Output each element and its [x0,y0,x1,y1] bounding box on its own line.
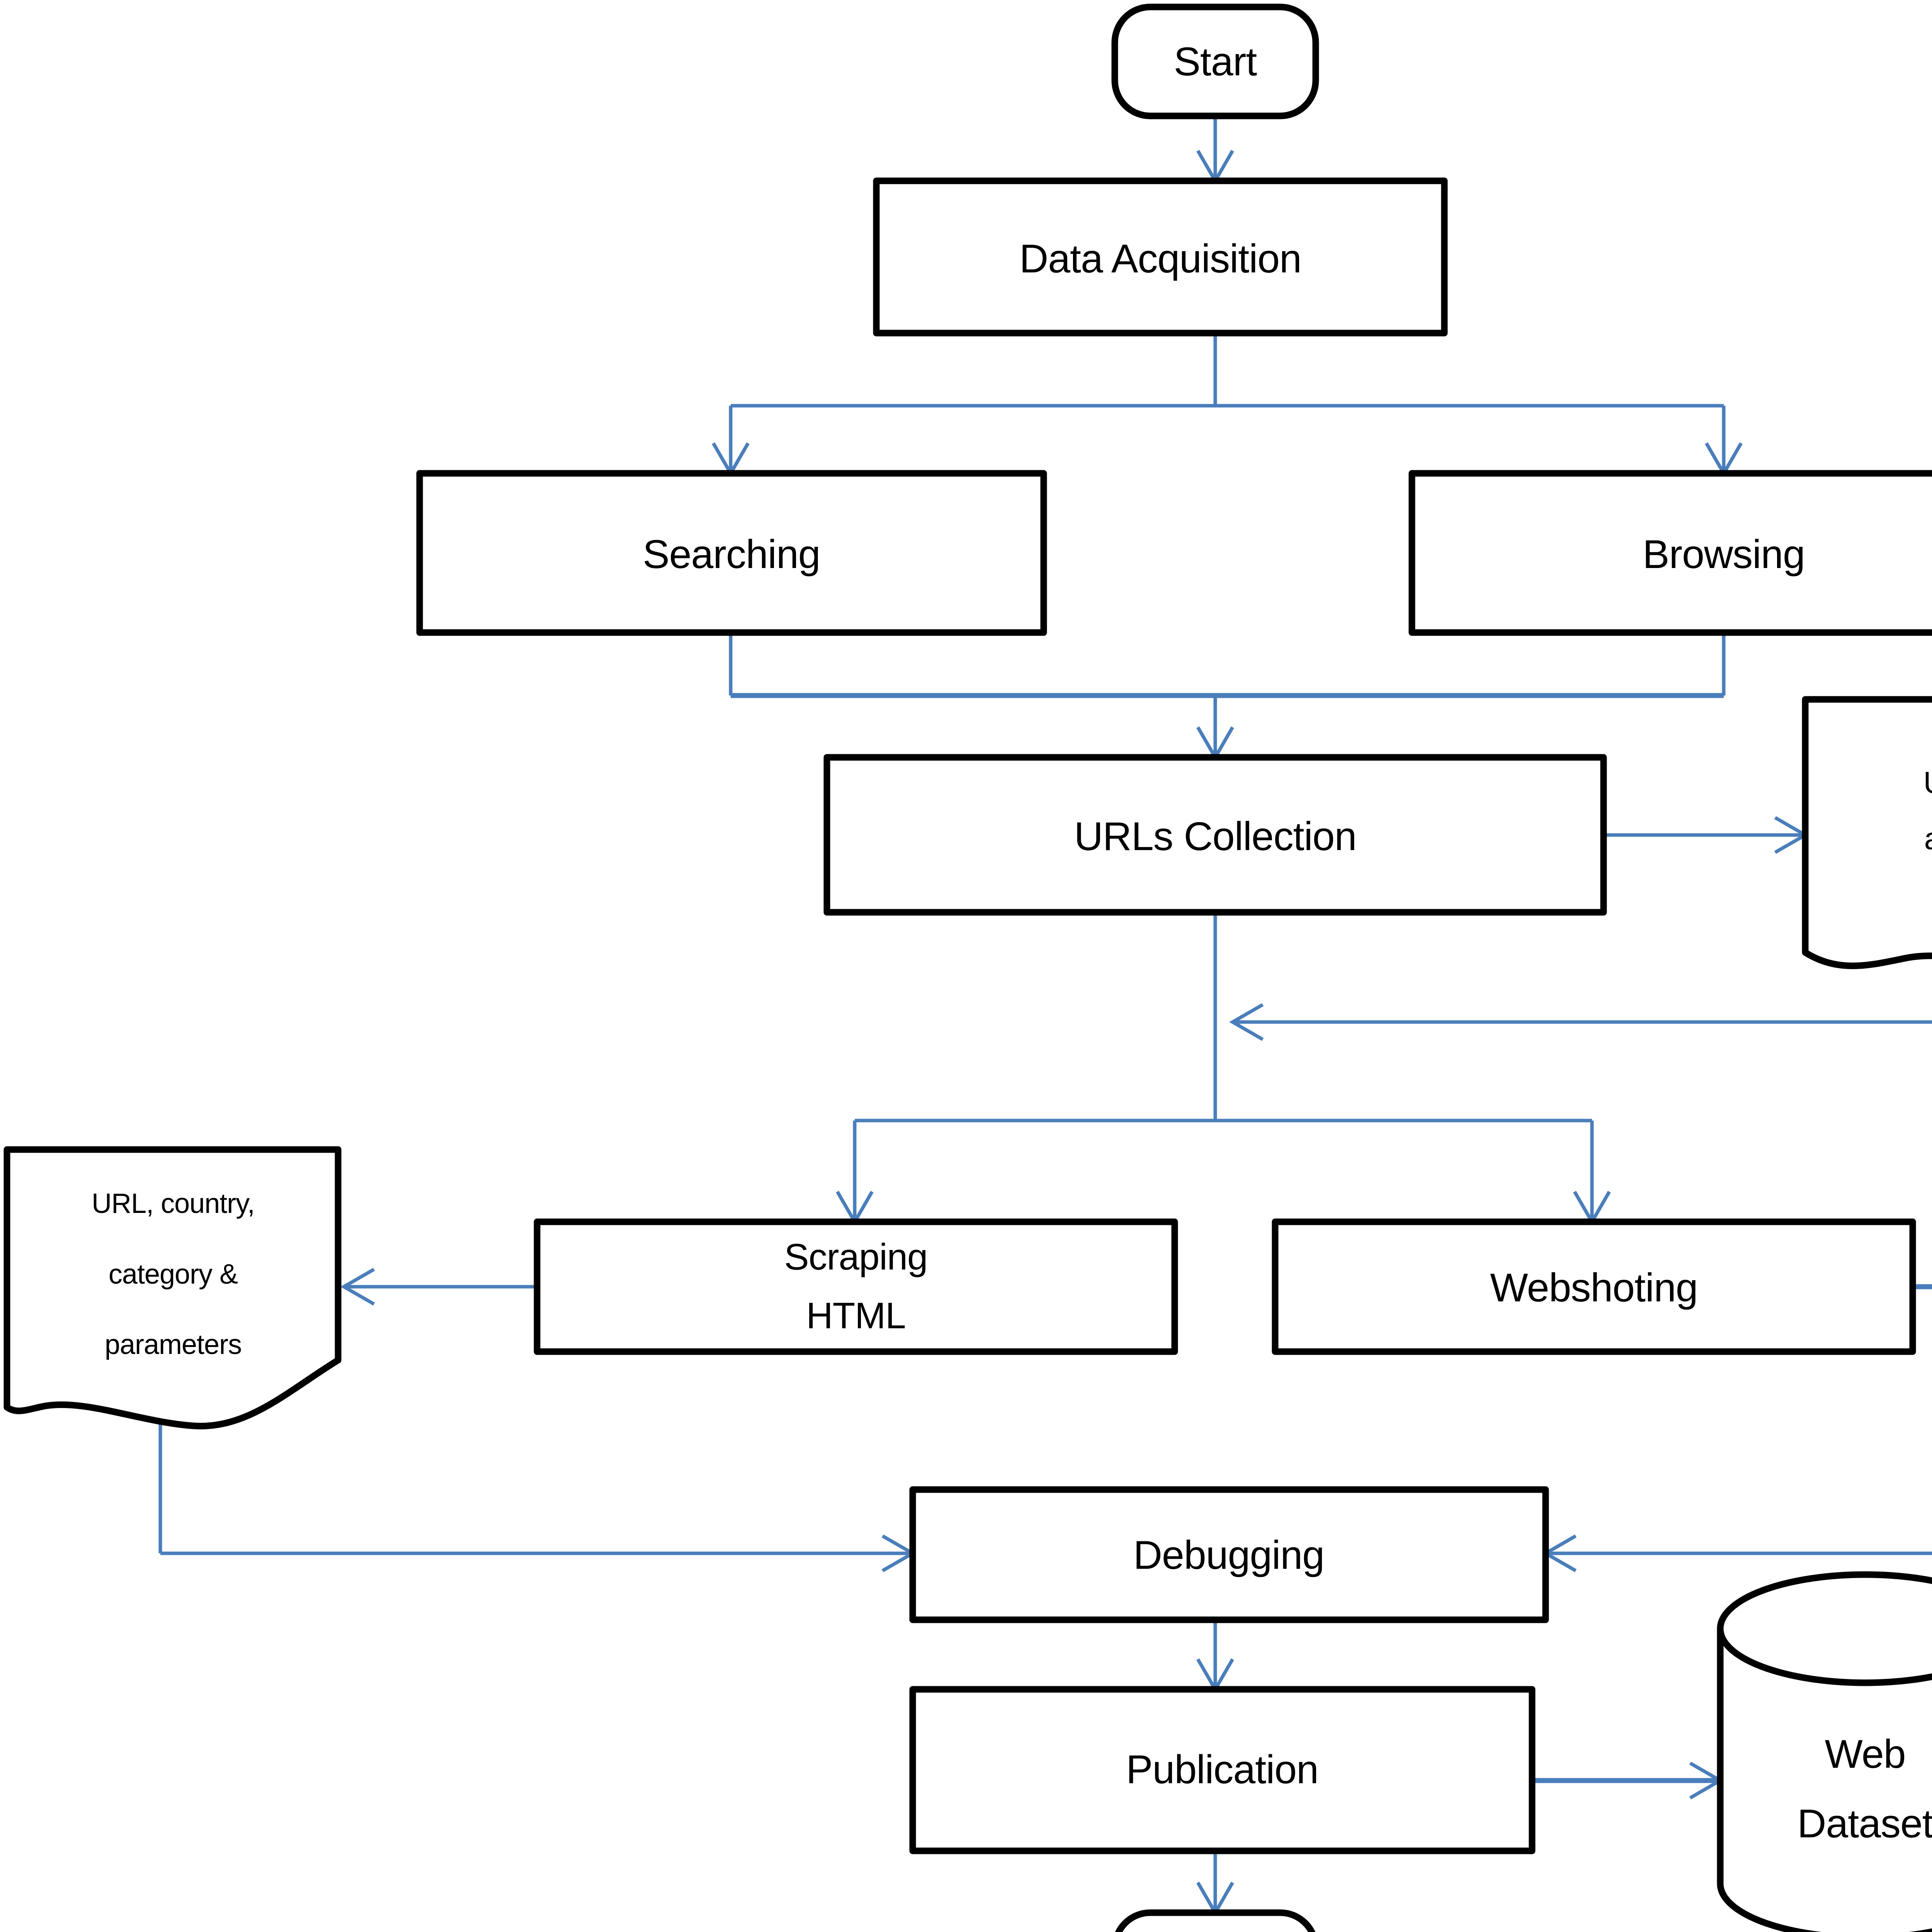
edge-scraping-to-doc2 [340,1268,537,1306]
node-start[interactable]: Start [1111,3,1319,119]
node-web-dataset[interactable]: Web Dataset [1717,1571,1932,1932]
node-web-dataset-line1: Web [1825,1732,1906,1777]
node-web-dataset-line2: Dataset [1797,1801,1932,1846]
connectors-layer [158,116,1932,1917]
edge-start-to-data-acquisition [1196,116,1234,185]
edge-publication-to-webdataset [1532,1762,1724,1799]
node-urls-collection-label: URLs Collection [1074,814,1357,859]
node-debugging[interactable]: Debugging [909,1486,1549,1623]
node-document-url-country-category-line2: and category [1924,821,1932,856]
edge-doc2-to-debugging [158,1410,917,1572]
node-scraping-html-line2: HTML [806,1295,905,1337]
edge-urls-split [836,912,1611,1226]
node-searching-label: Searching [643,532,820,577]
edge-data-acquisition-split [712,333,1743,477]
node-browsing-label: Browsing [1643,532,1805,577]
edge-debugging-to-publication [1196,1620,1234,1693]
node-webshoting-label: Webshoting [1490,1265,1697,1310]
node-start-label: Start [1174,39,1257,84]
edge-urls-to-doc1 [1604,816,1809,854]
node-document-params-line1: URL, country, [92,1188,255,1219]
node-scraping-html-line1: Scraping [784,1236,928,1278]
edge-doc1-to-mainflow [1229,1003,1932,1041]
node-document-params-line2: category & [109,1259,238,1290]
edge-publication-to-end [1196,1851,1234,1917]
node-urls-collection[interactable]: URLs Collection [823,754,1607,916]
node-document-url-country-category-parameters[interactable]: URL, country, category & parameters [3,1146,342,1430]
node-data-acquisition[interactable]: Data Acquisition [873,177,1448,337]
node-webshoting[interactable]: Webshoting [1272,1218,1916,1355]
edge-images-to-debugging [1542,1534,1932,1572]
node-browsing[interactable]: Browsing [1408,470,1932,636]
node-data-acquisition-label: Data Acquisition [1019,236,1301,281]
node-debugging-label: Debugging [1133,1533,1324,1578]
edge-search-browse-merge [729,633,1726,761]
node-scraping-html[interactable]: Scraping HTML [534,1218,1178,1355]
node-publication[interactable]: Publication [909,1686,1536,1854]
node-document-params-line3: parameters [105,1329,242,1360]
node-document-url-country-category[interactable]: URL, country and category [1802,696,1932,974]
node-document-url-country-category-line1: URL, country [1923,765,1932,800]
node-searching[interactable]: Searching [416,470,1047,636]
node-end[interactable]: End [1115,1909,1316,1932]
node-publication-label: Publication [1126,1747,1318,1792]
